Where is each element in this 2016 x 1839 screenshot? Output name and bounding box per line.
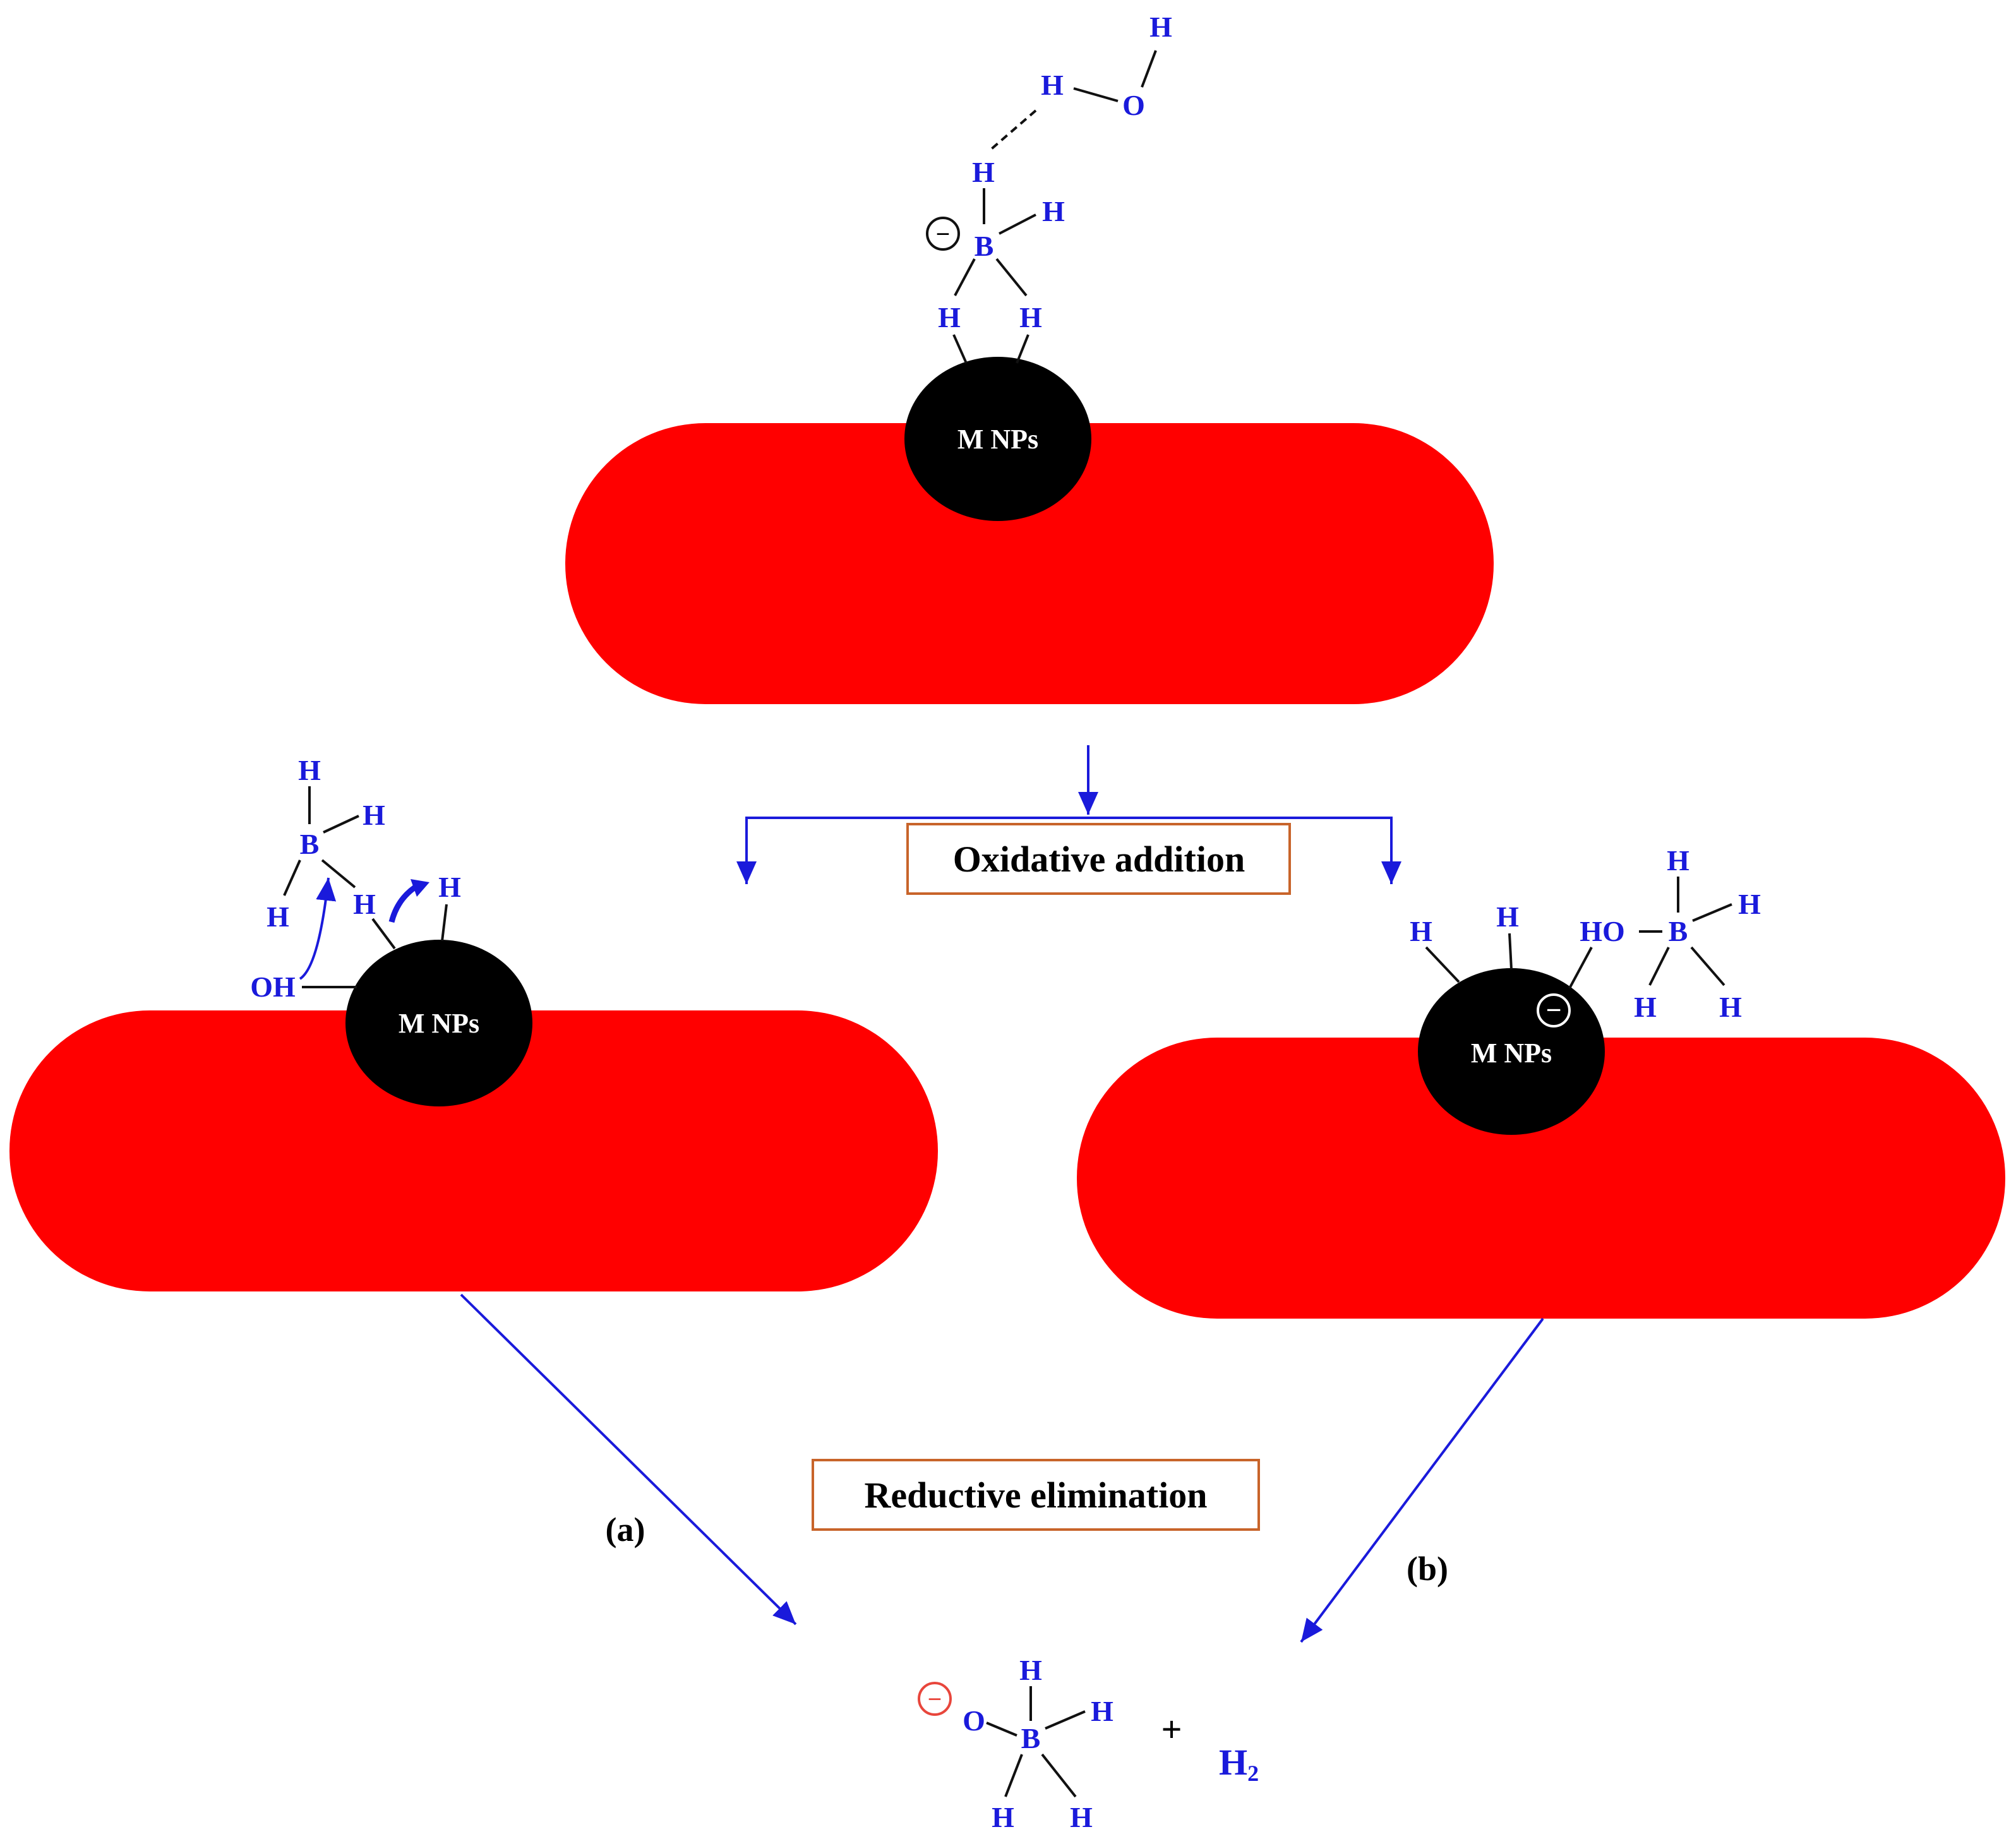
curved-arrow-head	[411, 879, 429, 897]
left-bh3-h-top: H	[298, 754, 321, 786]
bond-right-hleft-np	[1425, 946, 1460, 983]
bh4-b: B	[975, 230, 994, 262]
bond-product-b-hright	[1045, 1710, 1086, 1730]
left-bh3-h-bottom: H	[267, 901, 289, 933]
bond-product-b-hbottom-right	[1041, 1753, 1077, 1798]
right-bh3-h-bottom-right: H	[1719, 991, 1742, 1023]
bond-right-b-hbottom-right	[1690, 946, 1725, 986]
bh4-h-bottom-right: H	[1019, 301, 1042, 333]
bond-right-b-hbottom-left	[1648, 947, 1670, 986]
support-rod-right	[1077, 1038, 2005, 1319]
product-h2: H2	[1219, 1742, 1259, 1786]
nanoparticle-right	[1418, 968, 1605, 1135]
product-negative-charge-circle	[918, 1682, 952, 1716]
nanoparticle-top	[904, 357, 1091, 521]
support-rod-left	[9, 1010, 938, 1291]
left-bh3-b: B	[300, 828, 320, 860]
product-h-right: H	[1091, 1695, 1113, 1727]
oxidative-addition-label: Oxidative addition	[953, 839, 1245, 880]
bond-left-hsurface-np	[441, 904, 448, 942]
left-bridging-h: H	[353, 888, 376, 920]
product-b: B	[1021, 1722, 1041, 1754]
product-negative-charge-sign: −	[928, 1685, 942, 1713]
right-bh3-h-top: H	[1667, 844, 1689, 877]
product-o: O	[963, 1704, 985, 1737]
bond-bh4-bottom-right	[995, 258, 1028, 297]
right-bh3-b: B	[1669, 915, 1688, 947]
arrow-b-to-product	[1300, 1317, 1544, 1643]
right-bh3-h-bottom-left: H	[1634, 991, 1657, 1023]
right-bh3-h-right: H	[1738, 888, 1761, 920]
bond-left-b-hright	[323, 815, 359, 834]
products: − O H B H H H + H2	[918, 1654, 1259, 1833]
bond-left-b-hbottom	[283, 860, 301, 896]
water-h-left: H	[1041, 69, 1064, 101]
reductive-elimination-frame	[812, 1459, 1260, 1531]
nanoparticle-left	[345, 940, 532, 1106]
nanoparticle-label: M NPs	[399, 1008, 479, 1039]
bond-h-surface-right	[1016, 334, 1029, 364]
product-h-bottom-left: H	[992, 1801, 1014, 1833]
product-h2-subscript: 2	[1247, 1761, 1259, 1786]
bond-left-bridge-np	[371, 918, 396, 950]
arrow-a-to-product	[460, 1293, 797, 1626]
bond-product-o-b	[986, 1722, 1017, 1737]
product-plus: +	[1161, 1709, 1182, 1750]
pathway-label-a: (a)	[606, 1511, 645, 1548]
product-h-top: H	[1019, 1654, 1042, 1686]
arrow-oh-to-b	[299, 877, 337, 980]
bond-right-b-hright	[1692, 903, 1732, 922]
branch-arrows	[736, 745, 1401, 884]
oxidative-addition-frame	[906, 823, 1291, 895]
bond-right-hright-np	[1508, 933, 1513, 970]
bond-left-b-bridge	[321, 859, 356, 889]
negative-charge-sign: −	[1545, 995, 1561, 1026]
nanoparticle-label: M NPs	[1471, 1038, 1552, 1069]
bh4-h-right: H	[1042, 195, 1065, 227]
left-surface-h: H	[438, 871, 461, 903]
right-surface-h-left: H	[1410, 915, 1432, 947]
right-ho: HO	[1580, 915, 1625, 947]
hydrogen-bond-dashed	[987, 109, 1037, 153]
bond-water-oh-left	[1073, 87, 1119, 102]
top-assembly: M NPs H H O H H B H H −	[565, 11, 1494, 704]
support-rod-top	[565, 423, 1494, 704]
left-bh3-h-right: H	[363, 799, 385, 831]
left-oh: OH	[250, 971, 296, 1003]
pathway-label-b: (b)	[1407, 1550, 1448, 1588]
product-h-bottom-right: H	[1070, 1801, 1093, 1833]
reductive-elimination-label: Reductive elimination	[865, 1475, 1208, 1516]
product-h2-base: H	[1219, 1742, 1247, 1783]
bh4-h-top: H	[972, 156, 995, 188]
bond-product-b-hbottom-left	[1004, 1754, 1023, 1797]
bond-bh4-bottom-left	[954, 258, 976, 296]
water-h-top: H	[1149, 11, 1172, 43]
left-assembly: M NPs H H B H H H OH	[9, 754, 938, 1291]
right-surface-h-right: H	[1496, 901, 1519, 933]
negative-charge-circle	[926, 217, 960, 251]
reductive-elimination-box: Reductive elimination	[812, 1459, 1260, 1531]
bh4-h-bottom-left: H	[938, 301, 961, 333]
negative-charge-circle	[1537, 993, 1571, 1027]
bond-h-surface-left	[952, 334, 968, 364]
negative-charge-sign: −	[936, 220, 951, 248]
oxidative-addition-box: Oxidative addition	[906, 823, 1291, 895]
nanoparticle-label: M NPs	[957, 424, 1038, 455]
bond-bh4-right	[999, 213, 1036, 235]
bond-water-oh-top	[1141, 50, 1157, 88]
bond-right-ho-np	[1568, 947, 1593, 989]
water-o: O	[1122, 89, 1145, 121]
right-assembly: M NPs − H H HO H B H H H	[1077, 844, 2005, 1319]
